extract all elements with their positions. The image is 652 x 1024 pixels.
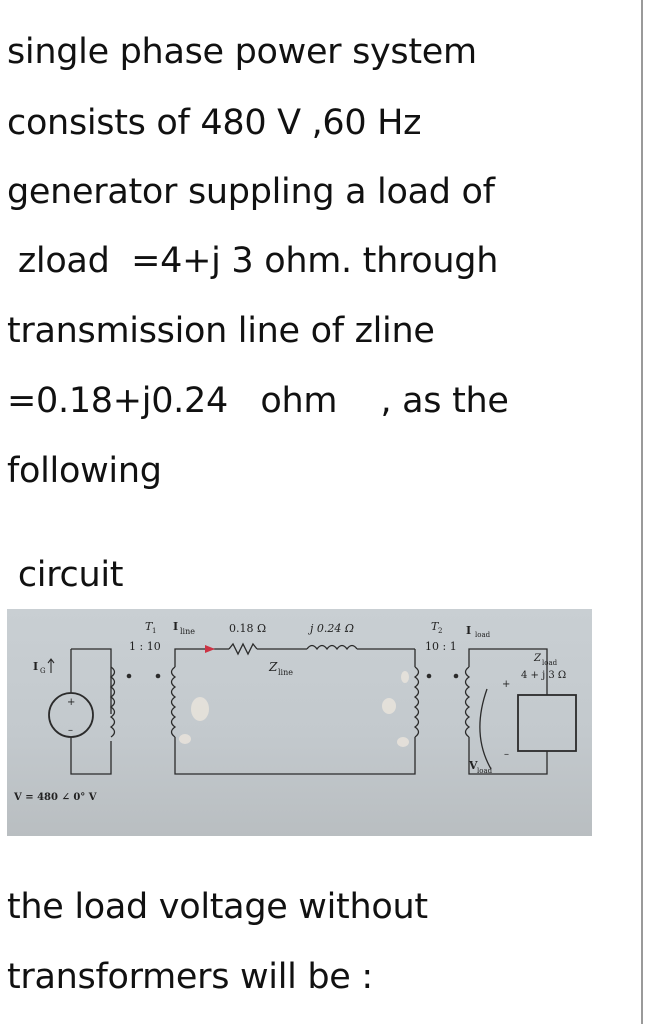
circuit-wiring — [48, 642, 577, 775]
question-line-3: generator suppling a load of — [7, 172, 495, 212]
t2-ratio: 10 : 1 — [425, 640, 457, 653]
polarity-dots — [126, 673, 459, 679]
generator-plus: + — [67, 697, 75, 708]
line-resistance-label: 0.18 Ω — [229, 622, 266, 635]
circuit-diagram-photo: T 1 1 : 10 I line 0.18 Ω j 0.24 Ω Z line… — [7, 609, 592, 836]
t2-label: T — [431, 620, 440, 633]
question-line-6: =0.18+j0.24 ohm , as the — [7, 381, 509, 421]
load-current-sub: load — [475, 631, 491, 639]
line-inductor-symbol — [306, 644, 358, 651]
source-voltage-label: V = 480 ∠ 0° V — [13, 792, 97, 803]
closing-line-2: transformers will be : — [7, 957, 373, 997]
line-current-arrow — [205, 645, 215, 653]
line-resistor-symbol — [228, 642, 258, 656]
generator-current-arrow — [47, 658, 55, 673]
load-voltage-sub: load — [477, 767, 493, 775]
line-reactance-label: j 0.24 Ω — [307, 622, 354, 635]
generator-current-sub: G — [40, 667, 46, 675]
circuit-heading: circuit — [7, 555, 124, 595]
question-line-2: consists of 480 V ,60 Hz — [7, 103, 422, 143]
load-voltage-plus: + — [502, 679, 510, 690]
t1-label-sub: 1 — [152, 627, 156, 635]
load-impedance-label: Z — [533, 653, 542, 664]
closing-line-1: the load voltage without — [7, 887, 428, 927]
t1-secondary-coil — [170, 666, 177, 738]
circuit-diagram: T 1 1 : 10 I line 0.18 Ω j 0.24 Ω Z line… — [13, 620, 577, 803]
t1-ratio: 1 : 10 — [129, 640, 161, 653]
line-current-label: I — [173, 620, 178, 633]
question-line-7: following — [7, 451, 162, 491]
load-voltage-arc — [479, 688, 492, 770]
load-impedance-value: 4 + j 3 Ω — [521, 670, 566, 681]
generator-symbol — [48, 692, 94, 738]
load-voltage-label: V — [468, 759, 478, 772]
load-impedance-sub: load — [542, 659, 558, 667]
question-line-5: transmission line of zline — [7, 311, 435, 351]
t1-primary-coil — [109, 666, 116, 738]
t2-label-sub: 2 — [438, 627, 442, 635]
t2-secondary-coil — [464, 666, 471, 738]
question-line-1: single phase power system — [7, 32, 477, 72]
line-impedance-sub: line — [278, 668, 293, 677]
t1-label: T — [145, 620, 154, 633]
paper-marks — [179, 671, 409, 747]
generator-minus: – — [68, 725, 73, 736]
load-current-label: I — [466, 624, 471, 637]
load-voltage-minus: – — [504, 749, 509, 760]
line-impedance-label: Z — [268, 660, 278, 674]
t2-primary-coil — [413, 666, 420, 738]
load-impedance-box — [517, 694, 577, 752]
generator-current-label: I — [33, 660, 38, 673]
question-line-4: zload =4+j 3 ohm. through — [7, 241, 499, 281]
line-current-sub: line — [180, 627, 195, 636]
page-right-border — [641, 0, 643, 1024]
